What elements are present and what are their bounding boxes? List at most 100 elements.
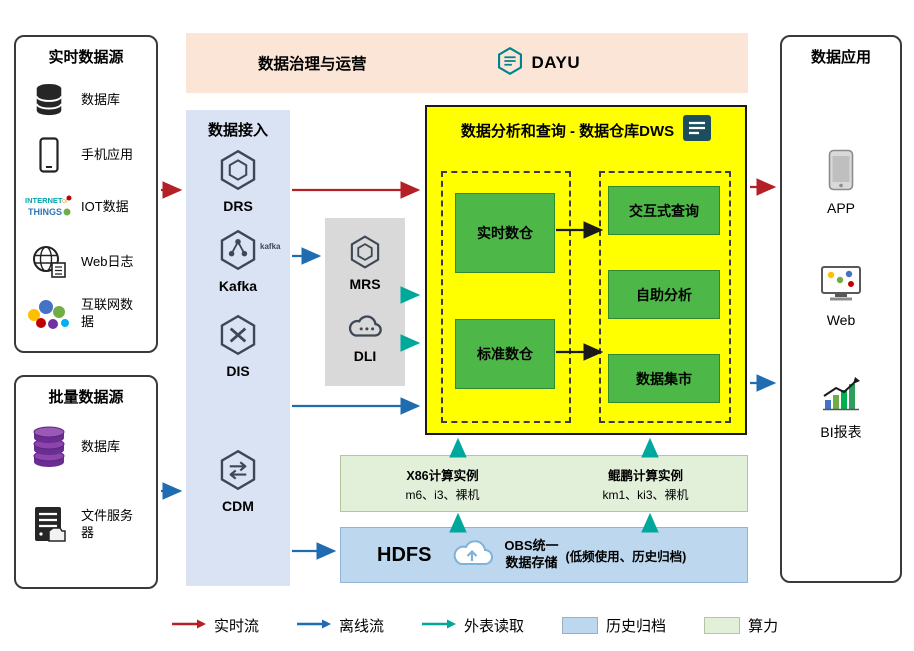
legend-item-archive: 历史归档	[562, 615, 666, 636]
source-label: 手机应用	[81, 146, 134, 162]
source-item-web-log: Web日志	[24, 245, 152, 279]
red-arrow-icon	[172, 617, 206, 635]
application-label: BI报表	[820, 424, 862, 440]
source-item-database: 数据库	[24, 81, 152, 119]
svg-text:THINGS: THINGS	[28, 207, 62, 217]
batch-sources-panel: 批量数据源 数据库 文件服务器	[14, 375, 158, 589]
dayu-logo-text: DAYU	[531, 53, 581, 72]
realtime-sources-title: 实时数据源	[48, 49, 124, 66]
dws-box: 数据分析和查询 - 数据仓库DWS 实时数仓 标准数仓 交互式查询 自助分析 数…	[425, 105, 747, 435]
compute-title: 鲲鹏计算实例	[607, 468, 683, 483]
application-item-web: Web	[782, 265, 900, 328]
dws-header: 数据分析和查询 - 数据仓库DWS	[427, 115, 745, 146]
legend-item-compute-power: 算力	[704, 615, 778, 636]
ingestion-node-dis: DIS	[186, 313, 290, 379]
compute-swatch	[704, 617, 741, 634]
source-label: 互联网数据	[81, 297, 134, 329]
legend-item-external-read: 外表读取	[422, 615, 524, 636]
legend: 实时流 离线流 外表读取 历史归档 算力	[172, 615, 816, 636]
drs-icon	[216, 149, 260, 196]
compute-instances-box: X86计算实例 m6、i3、裸机 鲲鹏计算实例 km1、ki3、裸机	[340, 455, 748, 512]
processing-box: MRS DLI	[325, 218, 405, 386]
svg-text:of: of	[62, 198, 68, 205]
ingestion-column: 数据接入 DRS kafka Kafka DIS CDM	[186, 110, 290, 586]
obs-label: OBS统一数据存储	[504, 538, 559, 570]
file-server-icon	[24, 505, 74, 545]
dayu-logo: DAYU	[495, 46, 581, 81]
legend-label: 算力	[748, 618, 779, 635]
governance-bar: 数据治理与运营 DAYU	[186, 33, 748, 93]
source-item-batch-database: 数据库	[24, 425, 152, 469]
processing-node-label: MRS	[349, 276, 381, 292]
dli-icon	[346, 315, 384, 346]
database-stack-icon	[24, 425, 74, 469]
source-item-file-server: 文件服务器	[24, 505, 152, 545]
source-label: 数据库	[81, 91, 121, 107]
legend-label: 离线流	[339, 618, 385, 635]
ingestion-node-kafka: kafka Kafka	[186, 228, 290, 294]
application-label: Web	[826, 312, 856, 328]
ingestion-node-label: DRS	[223, 198, 253, 214]
source-label: 数据库	[81, 438, 121, 454]
governance-title: 数据治理与运营	[258, 56, 367, 73]
ingestion-node-label: Kafka	[218, 278, 258, 294]
legend-label: 历史归档	[606, 618, 667, 635]
processing-node-dli: DLI	[325, 310, 405, 364]
bi-chart-icon	[819, 377, 863, 417]
ingestion-node-drs: DRS	[186, 148, 290, 214]
web-log-icon	[24, 245, 74, 279]
realtime-warehouse-box: 实时数仓	[455, 193, 555, 273]
obs-note: (低频使用、历史归档)	[565, 549, 687, 564]
archive-swatch	[562, 617, 599, 634]
batch-sources-title: 批量数据源	[48, 389, 124, 406]
legend-item-offline-flow: 离线流	[297, 615, 384, 636]
app-phone-icon	[828, 149, 854, 195]
processing-node-mrs: MRS	[325, 234, 405, 292]
dayu-hexagon-icon	[495, 46, 525, 81]
application-label: APP	[826, 200, 855, 216]
dws-title: 数据分析和查询 - 数据仓库DWS	[460, 123, 675, 140]
legend-label: 外表读取	[464, 618, 525, 635]
legend-item-realtime-flow: 实时流	[172, 615, 259, 636]
standard-warehouse-box: 标准数仓	[455, 319, 555, 389]
interactive-query-box: 交互式查询	[608, 186, 720, 235]
x86-compute-instance: X86计算实例 m6、i3、裸机	[341, 456, 544, 511]
source-item-mobile-app: 手机应用	[24, 137, 152, 173]
cdm-icon	[216, 449, 260, 496]
application-item-bi-report: BI报表	[782, 375, 900, 442]
ingestion-node-label: CDM	[222, 498, 254, 514]
warehouse-group	[441, 171, 571, 423]
applications-title: 数据应用	[810, 49, 871, 66]
kafka-icon	[216, 229, 260, 276]
source-label: Web日志	[81, 253, 134, 269]
ingestion-node-label: DIS	[226, 363, 250, 379]
dis-icon	[216, 314, 260, 361]
hdfs-label: HDFS	[377, 543, 432, 566]
source-item-internet-data: 互联网数据	[24, 297, 152, 331]
source-label: 文件服务器	[81, 508, 134, 540]
svg-text:INTERNET: INTERNET	[25, 196, 63, 205]
dws-ledger-icon	[683, 115, 712, 146]
kunpeng-compute-instance: 鲲鹏计算实例 km1、ki3、裸机	[544, 456, 747, 511]
blue-arrow-icon	[297, 617, 332, 635]
ingestion-title: 数据接入	[207, 122, 268, 139]
internet-data-icon	[24, 297, 74, 331]
storage-box: HDFS OBS统一数据存储 (低频使用、历史归档)	[340, 527, 748, 583]
mrs-icon	[347, 235, 383, 274]
kafka-wordmark: kafka	[260, 242, 281, 251]
applications-panel: 数据应用 APP Web BI报表	[780, 35, 902, 583]
phone-icon	[24, 137, 74, 173]
service-group	[599, 171, 731, 423]
compute-specs: km1、ki3、裸机	[602, 487, 689, 502]
processing-node-label: DLI	[353, 348, 377, 364]
database-icon	[24, 81, 74, 119]
source-label: IOT数据	[81, 198, 129, 214]
data-mart-box: 数据集市	[608, 354, 720, 403]
compute-specs: m6、i3、裸机	[405, 487, 480, 502]
teal-arrow-icon	[422, 617, 457, 635]
legend-label: 实时流	[214, 618, 260, 635]
